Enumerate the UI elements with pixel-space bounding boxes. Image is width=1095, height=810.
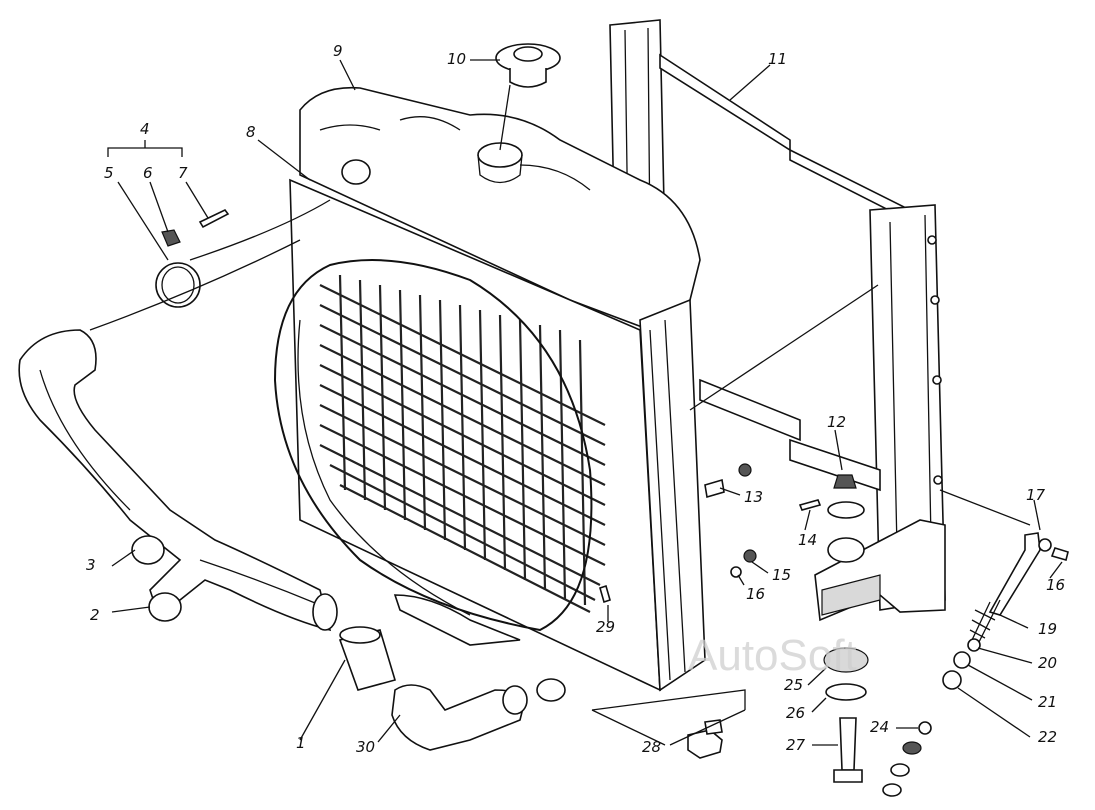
callout-29: 29 <box>596 618 615 636</box>
callout-5: 5 <box>104 164 114 182</box>
callout-26: 26 <box>786 704 805 722</box>
mounting-hardware <box>823 474 932 797</box>
radiator-core-grid <box>319 274 606 613</box>
callout-7: 7 <box>178 164 188 182</box>
callout-6: 6 <box>143 164 153 182</box>
small-hardware <box>599 463 822 759</box>
callout-2: 2 <box>90 606 100 624</box>
callout-1: 1 <box>296 734 306 752</box>
hose-clamp <box>155 262 201 308</box>
callout-16a: 16 <box>746 585 765 603</box>
callout-9: 9 <box>333 42 343 60</box>
clamp-screw <box>198 208 230 229</box>
callout-12: 12 <box>827 413 846 431</box>
upper-hose <box>391 684 528 751</box>
leader-lines <box>89 59 1063 746</box>
callout-19: 19 <box>1038 620 1057 638</box>
callout-13: 13 <box>744 488 763 506</box>
callout-8: 8 <box>246 123 256 141</box>
callout-22: 22 <box>1038 728 1057 746</box>
lower-hose <box>18 329 338 632</box>
callout-30: 30 <box>356 738 375 756</box>
callout-14: 14 <box>798 531 817 549</box>
radiator-body <box>273 86 706 702</box>
callout-11: 11 <box>768 50 787 68</box>
callout-4: 4 <box>140 120 150 138</box>
callout-21: 21 <box>1038 693 1057 711</box>
callout-17: 17 <box>1026 486 1046 504</box>
callout-15: 15 <box>772 566 791 584</box>
clamp-nut <box>161 229 181 247</box>
radiator-cap <box>495 43 561 88</box>
callout-27: 27 <box>786 736 806 754</box>
fan-shroud <box>273 259 593 632</box>
radiator-frame <box>609 19 946 622</box>
hose-connector-sleeve <box>338 626 397 691</box>
callout-3: 3 <box>86 556 96 574</box>
callout-labels: 1 2 3 4 5 6 7 8 9 10 11 12 13 14 15 16 1… <box>86 42 1065 756</box>
callout-28: 28 <box>642 738 661 756</box>
callout-10: 10 <box>447 50 466 68</box>
watermark: AutoSoft <box>688 631 857 680</box>
callout-20: 20 <box>1038 654 1057 672</box>
callout-25: 25 <box>784 676 803 694</box>
callout-16b: 16 <box>1046 576 1065 594</box>
tie-rod <box>942 532 1069 690</box>
callout-24: 24 <box>870 718 889 736</box>
